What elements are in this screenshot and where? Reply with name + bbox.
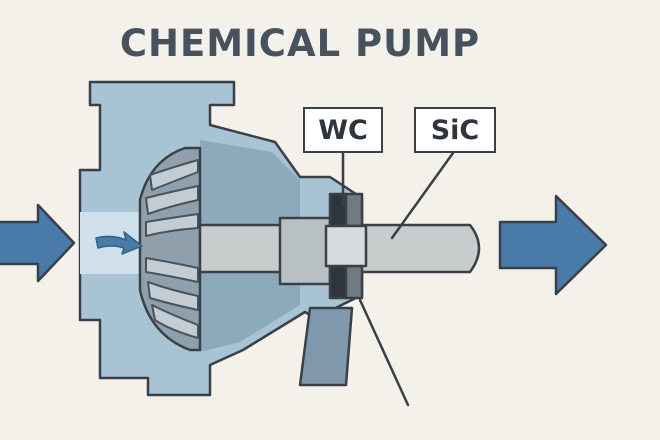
internal-flow-arrow — [95, 231, 143, 255]
sic-leader-line — [390, 151, 455, 240]
seal-leader-line — [358, 298, 410, 407]
label-wc: WC — [303, 107, 383, 153]
pump-foot — [298, 306, 354, 387]
diagram-title: CHEMICAL PUMP — [119, 22, 481, 65]
impeller-vanes — [145, 159, 199, 339]
label-sic: SiC — [414, 107, 496, 153]
seal-face-sic-upper — [344, 192, 364, 228]
seal-face-sic-lower — [344, 264, 364, 300]
seal-face-wc-lower — [328, 264, 348, 300]
seal-sleeve — [324, 224, 368, 268]
outlet-flow-arrow — [498, 194, 608, 296]
inlet-flow-arrow — [0, 203, 76, 283]
seal-housing — [278, 216, 332, 286]
